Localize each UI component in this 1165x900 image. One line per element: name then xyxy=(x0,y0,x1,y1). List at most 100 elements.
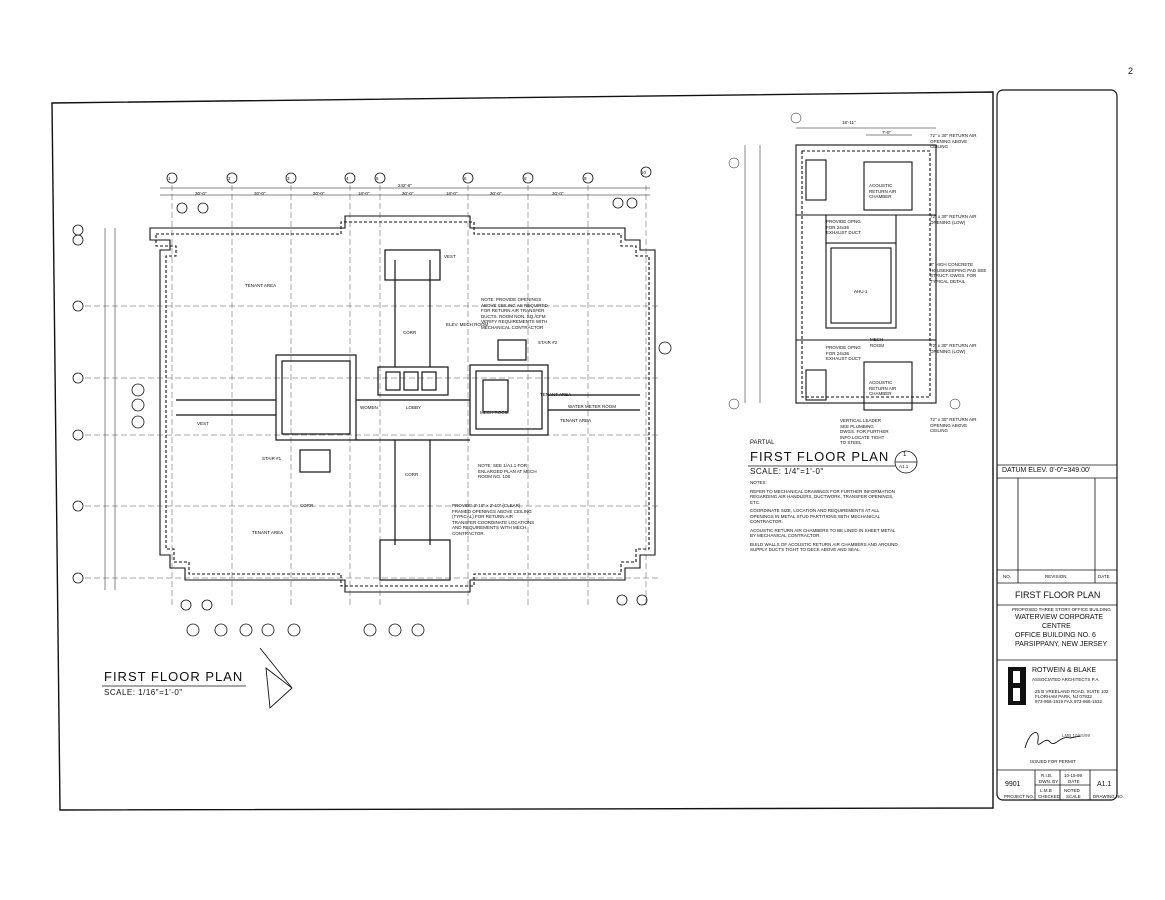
sheet-border xyxy=(51,91,994,811)
sheet-number: A1.1 xyxy=(1097,781,1112,788)
room-label-tenant-2: TENANT AREA xyxy=(560,418,592,423)
partial-label-mech-room: MECH ROOM xyxy=(870,337,884,348)
grid-label-4: 4 xyxy=(346,176,349,181)
partial-label-return-1: 72" x 30" RETURN AIR OPENING ABOVE CEILI… xyxy=(930,133,977,149)
firm-logo-mark xyxy=(1013,671,1020,701)
revision-col-revision: REVISION xyxy=(1045,574,1067,579)
core-walls xyxy=(176,249,640,581)
partial-pre-title: PARTIAL xyxy=(750,440,775,446)
main-plan-scale: SCALE: 1/16"=1'-0" xyxy=(104,688,183,697)
grid-label-8: 8 xyxy=(524,176,527,181)
dimension-strings xyxy=(104,187,650,590)
project-line: PROPOSED THREE STORY OFFICE BUILDING xyxy=(1012,607,1111,612)
grid-label-10: 10 xyxy=(641,170,647,175)
firm-phone: 973-966-1919 FAX 973-966-1532 xyxy=(1035,699,1103,704)
revision-col-date: DATE xyxy=(1098,574,1110,579)
room-label-corr-1: CORR xyxy=(403,330,417,335)
main-note-1: NOTE: PROVIDE OPENINGS ABOVE CEILING AS … xyxy=(481,297,548,330)
partial-label-return-2: 72" x 30" RETURN AIR OPENING (LOW) xyxy=(930,214,977,225)
issued-for-permit: ISSUED FOR PERMIT xyxy=(1030,759,1076,764)
firm-address-2: FLORHAM PARK, NJ 07932 xyxy=(1035,694,1092,699)
grid-dim-2: 30'-0" xyxy=(254,191,266,196)
room-label-lobby: LOBBY xyxy=(406,405,422,410)
room-label-corr-2: CORR xyxy=(405,472,419,477)
checked-label: CHECKED xyxy=(1038,794,1061,799)
grid-label-2: 2 xyxy=(228,176,231,181)
project-location: PARSIPPANY, NEW JERSEY xyxy=(1015,641,1108,648)
partial-label-return-4: 72" x 30" RETURN AIR OPENING ABOVE CEILI… xyxy=(930,417,977,433)
partial-label-pad: 8" HIGH CONCRETE HOUSEKEEPING PAD SEE ST… xyxy=(930,262,987,284)
grid-label-3: 3 xyxy=(287,176,290,181)
grid-dim-3: 30'-0" xyxy=(313,191,325,196)
partial-notes: NOTES: REFER TO MECHANICAL DRAWINGS FOR … xyxy=(750,480,900,556)
room-label-corr-3: CORR xyxy=(300,503,314,508)
partial-title: FIRST FLOOR PLAN xyxy=(750,449,890,464)
room-label-water-meter: WATER METER ROOM xyxy=(568,404,616,409)
date-value: 10-15-99 xyxy=(1064,773,1083,778)
partial-plan-outline xyxy=(795,144,937,411)
section-markers xyxy=(131,341,672,637)
grid-dim-5: 30'-0" xyxy=(402,191,414,196)
drawn-by-label: DWN. BY xyxy=(1039,779,1059,784)
scale-label: SCALE xyxy=(1066,794,1081,799)
grid-bubbles-left xyxy=(72,224,84,584)
project-name-2: CENTRE xyxy=(1042,623,1071,630)
project-number-label: PROJECT NO. xyxy=(1004,794,1035,799)
signature xyxy=(1024,732,1081,749)
datum-elevation: DATUM ELEV. 0'-0"=349.00' xyxy=(1002,467,1091,474)
revision-col-no: NO. xyxy=(1003,574,1012,579)
partial-callout-sheet: A1.1 xyxy=(899,464,909,469)
room-label-stair-2: STAIR #2 xyxy=(538,340,558,345)
firm-logo xyxy=(1008,667,1026,705)
title-block-lines xyxy=(997,464,1117,800)
partial-note-3: ACOUSTIC RETURN AIR CHAMBERS TO BE LINED… xyxy=(750,527,896,539)
sheet-title: FIRST FLOOR PLAN xyxy=(1015,590,1101,600)
main-plan-outline xyxy=(149,215,656,593)
title-block-frame xyxy=(996,89,1118,801)
firm-name: ROTWEIN & BLAKE xyxy=(1032,667,1097,674)
main-plan-title: FIRST FLOOR PLAN xyxy=(104,669,244,684)
partial-notes-heading: NOTES: xyxy=(750,480,767,485)
room-label-tenant-1: TENANT AREA xyxy=(245,283,277,288)
room-label-mech: MECH ROOM xyxy=(480,410,509,415)
grid-label-9: 9 xyxy=(584,176,587,181)
date-label: DATE xyxy=(1068,779,1080,784)
partial-label-chamber-1: ACOUSTIC RETURN AIR CHAMBER xyxy=(869,183,897,199)
partial-label-chamber-2: ACOUSTIC RETURN AIR CHAMBER xyxy=(869,380,897,396)
sheet-number-label: DRAWING NO. xyxy=(1093,794,1124,799)
project-number: 9901 xyxy=(1005,781,1021,788)
main-note-3: PROVIDE 3'-10" x 2'-10" (CLEAR) FRAMED O… xyxy=(452,503,535,536)
partial-plan-dims xyxy=(728,112,961,410)
grid-dim-7: 30'-0" xyxy=(490,191,502,196)
partial-top-dimension: 18'-11" xyxy=(842,120,856,125)
partial-callout-number: 1 xyxy=(903,452,907,458)
room-label-vest-1: VEST xyxy=(444,254,456,259)
partial-label-leader: VERTICAL LEADER SEE PLUMBING DWGS. FOR F… xyxy=(840,418,889,445)
room-label-tenant-4: TENANT AREA xyxy=(540,392,572,397)
room-label-elev-mech: ELEV. MECH ROOM xyxy=(446,322,489,327)
north-arrow xyxy=(259,647,293,709)
partial-label-return-3: 72" x 30" RETURN AIR OPENING (LOW) xyxy=(930,343,977,354)
partial-label-opng-1: PROVIDE OPNG FOR 24x36 EXHAUST DUCT xyxy=(826,219,861,235)
firm-address-1: 25 B VREELAND ROAD, SUITE 102 xyxy=(1035,689,1109,694)
partial-note-2: COORDINATE SIZE, LOCATION AND REQUIREMEN… xyxy=(750,508,880,524)
checked-by: L.M.B xyxy=(1040,788,1052,793)
grid-dim-6: 18'-0" xyxy=(446,191,458,196)
grid-label-5: 5 xyxy=(376,176,379,181)
grid-dim-4: 18'-0" xyxy=(358,191,370,196)
overall-dimension: 242'-6" xyxy=(398,183,412,188)
scale-value: NOTED xyxy=(1064,788,1080,793)
grid-dim-1: 30'-0" xyxy=(195,191,207,196)
partial-note-1: REFER TO MECHANICAL DRAWINGS FOR FURTHER… xyxy=(750,488,895,505)
grid-label-1: 1 xyxy=(168,176,171,181)
partial-note-4: BUILD WALLS OF ACOUSTIC RETURN AIR CHAMB… xyxy=(750,541,898,553)
room-label-stair-1: STAIR #1 xyxy=(262,456,282,461)
room-label-tenant-3: TENANT AREA xyxy=(252,530,284,535)
firm-subtitle: ASSOCIATED ARCHITECTS P.A. xyxy=(1032,677,1100,682)
partial-inner-dimension: 7'-0" xyxy=(882,130,891,135)
partial-scale: SCALE: 1/4"=1'-0" xyxy=(750,467,824,476)
main-note-2: NOTE: SEE 1/A1.1 FOR ENLARGED PLAN AT ME… xyxy=(478,463,537,479)
grid-dim-8: 30'-0" xyxy=(552,191,564,196)
grid-bubbles-top xyxy=(166,166,652,611)
